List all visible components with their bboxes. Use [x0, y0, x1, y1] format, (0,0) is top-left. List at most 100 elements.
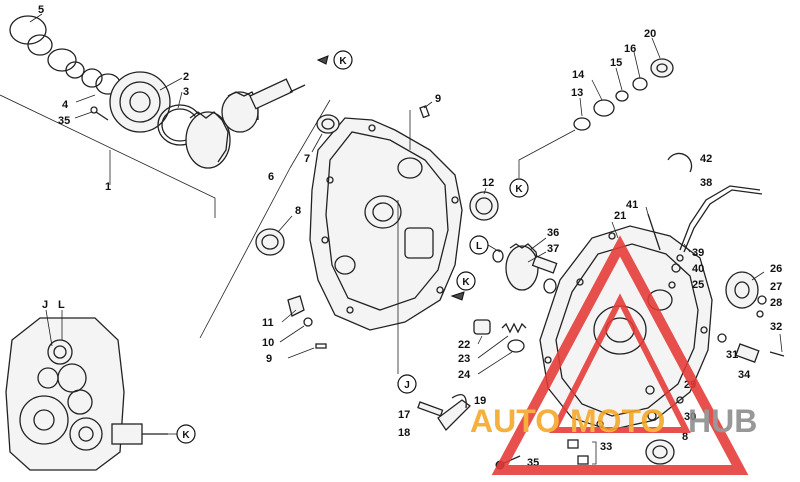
seal-20 — [650, 58, 674, 78]
snap-ring-13 — [573, 117, 591, 131]
shift-arm-18 — [437, 399, 471, 432]
bearing-12 — [469, 191, 499, 221]
callout-32: 32 — [770, 321, 782, 333]
svg-text:J: J — [404, 380, 410, 391]
callout-35: 35 — [58, 115, 70, 127]
gear-stack: 36 37 — [492, 227, 559, 294]
callout-3: 3 — [183, 86, 189, 98]
callout-10: 10 — [262, 337, 274, 349]
callout-9: 9 — [266, 353, 272, 365]
sensor-26 — [725, 271, 759, 309]
callout-24: 24 — [458, 369, 471, 381]
ref-j-1 — [397, 374, 417, 394]
shift-detent-parts: 22 23 24 J 17 18 19 35 33 — [397, 200, 612, 470]
gear-37 — [505, 245, 539, 291]
oring-31 — [717, 333, 727, 343]
inset-large-gear — [19, 395, 69, 445]
callout-37: 37 — [547, 243, 559, 255]
inset-gear-l — [47, 339, 73, 365]
watermark-logo: AUTO MOTO HUB — [470, 235, 757, 475]
clip-42 — [667, 152, 693, 173]
gear-shaft-36 — [531, 255, 558, 274]
callout-7: 7 — [304, 153, 310, 165]
rod-41 — [647, 213, 661, 251]
inset-output-shaft — [111, 423, 143, 445]
callout-30: 30 — [684, 411, 696, 423]
callout-25: 25 — [692, 279, 704, 291]
washer-16 — [632, 77, 648, 91]
svg-text:K: K — [339, 56, 347, 67]
callout-6: 6 — [268, 171, 274, 183]
callout-21: 21 — [614, 210, 626, 222]
callout-5: 5 — [38, 4, 44, 16]
callout-40: 40 — [692, 263, 704, 275]
bolt-30 — [647, 411, 657, 421]
bolt-10 — [303, 317, 313, 327]
watermark-triangle — [491, 235, 749, 475]
callout-1: 1 — [105, 181, 111, 193]
spring-23 — [501, 322, 527, 334]
case-housing — [309, 117, 463, 331]
ref-k-3 — [456, 271, 476, 291]
callout-23: 23 — [458, 353, 470, 365]
callout-4: 4 — [62, 99, 69, 111]
callout-9-top: 9 — [435, 93, 441, 105]
callout-16: 16 — [624, 43, 636, 55]
inset-label-j: J — [42, 299, 48, 311]
intermediate-shaft-parts: 13 14 15 16 20 42 — [518, 28, 712, 178]
svg-text:K: K — [515, 184, 523, 195]
seal-8-right — [645, 439, 675, 465]
lever-11 — [287, 295, 305, 317]
inset-label-l: L — [58, 299, 65, 311]
callout-19: 19 — [474, 395, 486, 407]
callout-26: 26 — [770, 263, 782, 275]
inset-output-gear — [69, 417, 103, 451]
svg-text:K: K — [462, 277, 470, 288]
bushing-33 — [567, 439, 579, 449]
callout-11: 11 — [262, 317, 274, 329]
callout-31: 31 — [726, 349, 738, 361]
cable-38 — [679, 185, 761, 251]
callout-27: 27 — [770, 281, 782, 293]
callout-8: 8 — [295, 205, 301, 217]
direction-arrow — [316, 55, 329, 65]
cap-22 — [473, 319, 491, 335]
dowel-pin-9 — [419, 105, 430, 119]
callout-34: 34 — [738, 369, 751, 381]
bearing-housing — [109, 71, 171, 133]
svg-text:L: L — [476, 241, 482, 252]
group-1-shaft-assembly: 5 4 35 2 3 1 K — [0, 4, 353, 218]
ref-k-4 — [176, 424, 196, 444]
washer-15 — [615, 90, 629, 102]
snap-ring-5 — [9, 15, 47, 45]
ref-k-2 — [509, 178, 529, 198]
shaft-17 — [417, 401, 444, 417]
callout-13: 13 — [571, 87, 583, 99]
oring-27 — [757, 295, 767, 305]
callout-33: 33 — [600, 441, 612, 453]
bolt-28 — [756, 310, 764, 318]
watermark-text-moto: MOTO — [570, 403, 665, 439]
seal-8 — [255, 228, 285, 256]
spring-19 — [451, 394, 467, 409]
main-case-half: 6 7 8 9 11 10 — [199, 93, 529, 365]
bevel-gear — [185, 111, 231, 169]
callout-39: 39 — [692, 247, 704, 259]
callout-22: 22 — [458, 339, 470, 351]
bolt-35 — [95, 111, 109, 121]
switch-34 — [735, 343, 760, 363]
bolt-25 — [668, 281, 676, 289]
svg-text:K: K — [182, 430, 190, 441]
callout-28: 28 — [770, 297, 782, 309]
watermark-text-hub: HUB — [688, 403, 757, 439]
callout-2: 2 — [183, 71, 189, 83]
ring-14 — [593, 99, 615, 117]
output-shaft — [249, 78, 294, 110]
callout-15: 15 — [610, 57, 622, 69]
inset-assembled-view: K J L — [5, 299, 196, 471]
seal-7 — [316, 114, 340, 134]
callout-41: 41 — [626, 199, 638, 211]
callout-17: 17 — [398, 409, 410, 421]
